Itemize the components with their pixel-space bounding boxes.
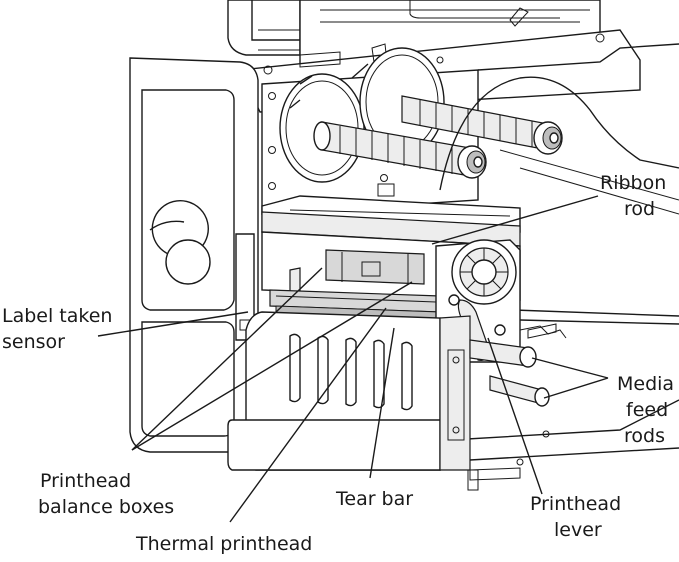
- leader-lines: [97, 195, 609, 523]
- right-panel: [439, 43, 679, 481]
- leader-ribbon-rod: [431, 195, 599, 245]
- leader-media-feed-rod-2: [543, 377, 609, 399]
- takeup-spindle: [401, 95, 563, 155]
- label-printhead-lever-line1: Printhead: [530, 493, 621, 515]
- label-printhead-lever-line2: lever: [554, 519, 602, 541]
- leader-balance-box-2: [131, 281, 413, 451]
- leader-printhead-lever: [487, 337, 543, 495]
- label-label-taken-sensor-line2: sensor: [2, 331, 65, 353]
- label-thermal-printhead: Thermal printhead: [135, 533, 312, 555]
- label-tear-bar: Tear bar: [335, 488, 413, 510]
- front-panel: [227, 311, 479, 491]
- leader-media-feed-rod-1: [531, 357, 609, 379]
- leader-label-taken-sensor: [97, 311, 249, 337]
- label-label-taken-sensor-line1: Label taken: [2, 305, 112, 327]
- label-media-feed-rods-line3: rods: [624, 425, 665, 447]
- label-media-feed-rods-line1: Media: [617, 373, 674, 395]
- leader-thermal-printhead: [229, 307, 387, 523]
- leader-tear-bar: [369, 327, 395, 479]
- media-feed-rods: [469, 339, 550, 407]
- supply-spindle: [313, 121, 487, 179]
- label-printhead-balance-boxes-line2: balance boxes: [38, 496, 174, 518]
- leader-balance-box-1: [131, 267, 323, 451]
- label-ribbon-rod-line2: rod: [624, 198, 655, 220]
- label-media-feed-rods-line2: feed: [626, 399, 668, 421]
- side-cover: [129, 57, 259, 453]
- label-printhead-balance-boxes-line1: Printhead: [40, 470, 131, 492]
- label-ribbon-rod-line1: Ribbon: [600, 172, 666, 194]
